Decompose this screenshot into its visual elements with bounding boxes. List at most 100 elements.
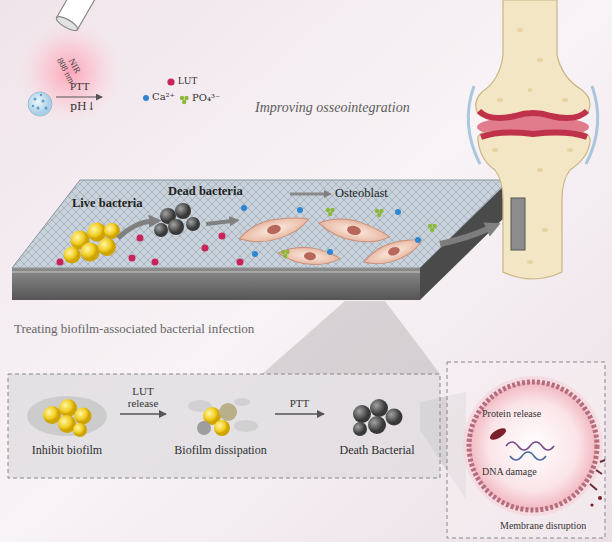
stage-node: Biofilm dissipation bbox=[168, 384, 273, 462]
live-bacteria bbox=[64, 223, 121, 264]
integration-arrow bbox=[440, 228, 490, 244]
arrow-label: LUT release bbox=[119, 385, 167, 410]
dead-bacteria bbox=[154, 203, 200, 237]
nanoparticle bbox=[34, 98, 37, 101]
knee-joint bbox=[511, 198, 525, 250]
knee-joint bbox=[479, 111, 587, 118]
lut-molecules bbox=[57, 233, 244, 266]
live-bacteria bbox=[64, 247, 81, 264]
nir-laser bbox=[18, 20, 122, 124]
flow-arrow bbox=[290, 193, 326, 196]
phosphate-ions bbox=[377, 213, 381, 217]
knee-joint bbox=[468, 0, 598, 279]
phosphate-ions bbox=[428, 224, 432, 228]
phosphate-ions bbox=[430, 228, 434, 232]
dead-bacteria bbox=[154, 223, 168, 237]
osteoblast-cell bbox=[266, 223, 282, 235]
calcium-ions bbox=[297, 207, 303, 213]
knee-joint bbox=[537, 168, 543, 172]
bacteria-cluster bbox=[176, 388, 266, 440]
mechanism-label: DNA damage bbox=[482, 466, 537, 478]
phosphate-ions bbox=[326, 208, 330, 212]
dashed-panel bbox=[447, 362, 605, 538]
bacteria-cluster bbox=[332, 388, 422, 440]
bacterium bbox=[353, 405, 371, 423]
mechanism-label: Protein release bbox=[482, 408, 541, 420]
lut-molecules bbox=[237, 259, 244, 266]
bacterium-zoom bbox=[590, 460, 605, 490]
flow-arrow bbox=[206, 221, 232, 224]
ion-label: Ca²⁺ bbox=[152, 91, 175, 103]
implant-plate bbox=[12, 268, 420, 300]
bacterium-zoom bbox=[506, 442, 554, 450]
knee-joint bbox=[478, 132, 590, 279]
release-arrow bbox=[56, 96, 102, 97]
knee-joint bbox=[497, 98, 503, 102]
bacterium bbox=[353, 422, 367, 436]
bacterium-zoom bbox=[590, 503, 593, 506]
dead-bacteria bbox=[175, 203, 191, 219]
biofilm-matrix bbox=[234, 420, 258, 432]
lut-molecules bbox=[57, 259, 64, 266]
calcium-ions bbox=[252, 251, 258, 257]
calcium-ions bbox=[241, 205, 247, 211]
dead-bacteria bbox=[186, 217, 200, 231]
bacterium-zoom bbox=[469, 382, 597, 510]
calcium-ions bbox=[395, 209, 401, 215]
nanoparticle bbox=[45, 107, 48, 110]
calcium-ions bbox=[415, 237, 421, 243]
osteoblast-cell bbox=[387, 246, 401, 258]
lut-molecules bbox=[129, 255, 136, 262]
bacteria-cluster bbox=[22, 388, 112, 440]
bacterium bbox=[386, 409, 403, 426]
knee-joint bbox=[527, 260, 533, 264]
lut-molecules bbox=[152, 259, 159, 266]
osteoblast-cell bbox=[317, 214, 392, 248]
ion-symbols bbox=[184, 96, 188, 100]
nanoparticle bbox=[28, 92, 52, 116]
osteoblast-cell bbox=[304, 252, 317, 261]
osteoblast-cell bbox=[237, 211, 312, 249]
live-bacteria bbox=[98, 238, 116, 256]
osteoblast-cell bbox=[277, 245, 340, 268]
process-arrow bbox=[120, 413, 166, 415]
phosphate-ions bbox=[281, 250, 285, 254]
knee-joint bbox=[562, 98, 568, 102]
nanoparticle bbox=[42, 100, 45, 103]
section-caption: Treating biofilm-associated bacterial in… bbox=[14, 322, 254, 337]
knee-joint bbox=[476, 0, 590, 120]
phosphate-ions bbox=[330, 208, 334, 212]
bacterium bbox=[75, 408, 92, 425]
nanoparticle bbox=[37, 107, 40, 110]
nanoparticle bbox=[40, 94, 42, 96]
stage-label: Death Bacterial bbox=[330, 443, 424, 458]
live-bacteria bbox=[81, 243, 100, 262]
bacterium-zoom bbox=[510, 452, 546, 460]
calcium-ions bbox=[241, 205, 421, 257]
nanoparticle bbox=[28, 92, 52, 116]
lut-molecules bbox=[202, 245, 209, 252]
zoom-wedge bbox=[262, 301, 440, 374]
arrow-label: PTT bbox=[276, 397, 324, 410]
knee-joint bbox=[528, 88, 533, 92]
bacterium bbox=[59, 399, 77, 417]
bacteria-label: Live bacteria bbox=[72, 196, 142, 210]
osteoblast-cell bbox=[277, 245, 340, 268]
bacterium bbox=[219, 403, 237, 421]
stage-node: Death Bacterial bbox=[326, 384, 428, 462]
knee-joint bbox=[542, 228, 548, 232]
ion-label: PO₄³⁻ bbox=[192, 92, 220, 104]
ion-symbols bbox=[167, 78, 174, 85]
outcome-label: Improving osseointegration bbox=[255, 100, 410, 116]
implant-plate bbox=[420, 180, 510, 300]
calcium-ions bbox=[327, 249, 333, 255]
phosphate-ions bbox=[285, 250, 289, 254]
bacterium bbox=[368, 416, 386, 434]
mechanism-label: Membrane disruption bbox=[500, 520, 586, 532]
phosphate-ions bbox=[379, 209, 383, 213]
bacterium-zoom bbox=[469, 382, 597, 510]
